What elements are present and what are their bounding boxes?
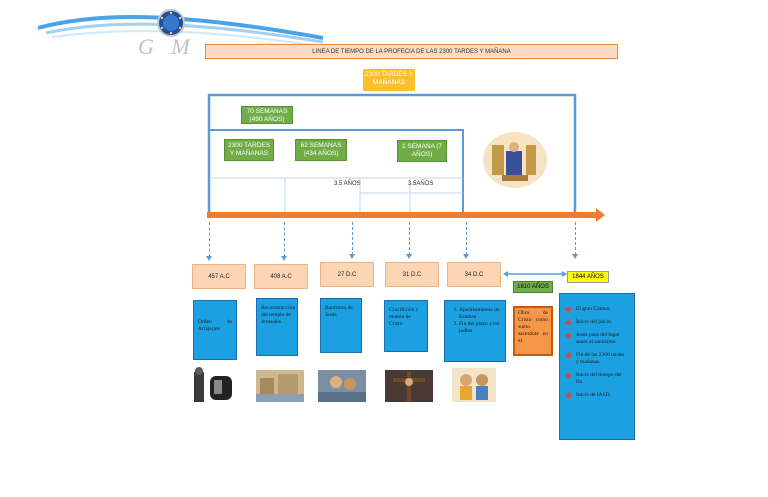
event-1844-item-4: Fin de las 2300 tardes y mañanas. [566, 352, 628, 366]
label-3-5-b: 3.5AÑOS [408, 181, 434, 187]
label-62-weeks: 62 SEMANAS (434 AÑOS) [295, 139, 347, 161]
event-34-item-2: Fin del plazo a los judíos [459, 321, 501, 335]
arrowhead-1844 [572, 254, 578, 259]
event-1844-list: El gran Clamor. Inicio del juicio. Jesús… [566, 306, 628, 399]
arrowhead-27 [349, 254, 355, 259]
dash-arrow-34 [466, 222, 467, 255]
artaxerxes-illustration [194, 367, 232, 402]
top-2300-text: 2300 TARDES Y MAÑANAS [364, 71, 414, 86]
double-arrow-right [562, 271, 567, 277]
label-1-week-text: 1 SEMANA (7 AÑOS) [401, 143, 443, 158]
event-1844-item-6: Inicio de IASD. [566, 392, 628, 399]
label-2300-evenings-text: 2300 TARDES Y MAÑANAS [227, 142, 271, 157]
event-1844-item-1: El gran Clamor. [566, 306, 628, 313]
stephen-illustration [452, 368, 496, 402]
event-34: Apedreamiento de Esteban Fin del plazo a… [444, 300, 506, 362]
event-31-text: Crucifixión y muerte de Cristo [389, 307, 419, 327]
jerusalem-illustration [256, 370, 304, 402]
label-3-5-a: 3.5 AÑOS [334, 181, 361, 187]
date-1810: 1810 AÑOS [513, 281, 553, 293]
label-2300-evenings: 2300 TARDES Y MAÑANAS [224, 139, 274, 161]
image-baptism [318, 370, 366, 402]
arrowhead-31 [406, 254, 412, 259]
event-408: Reconstrucción del templo de Jerusalén [256, 298, 298, 356]
dash-arrow-31 [409, 222, 410, 255]
date-34: 34 D.C [447, 262, 501, 287]
label-62-weeks-text: 62 SEMANAS (434 AÑOS) [300, 142, 342, 157]
event-34-list: Apedreamiento de Esteban Fin del plazo a… [449, 307, 501, 335]
date-408: 408 A.C [254, 264, 308, 289]
image-crucifixion [385, 370, 433, 402]
temple-image [482, 131, 548, 189]
label-70-weeks: 70 SEMANAS (490 AÑOS) [241, 106, 293, 124]
event-27: Bautismo de Jesús [320, 298, 362, 353]
crucifixion-illustration [385, 370, 433, 402]
dash-arrow-1844 [575, 222, 576, 255]
dash-arrow-27 [352, 222, 353, 255]
arrowhead-34 [463, 254, 469, 259]
event-orange-text: Obra de Cristo como sumo sacerdote en el [518, 310, 548, 344]
event-1844: El gran Clamor. Inicio del juicio. Jesús… [559, 293, 635, 440]
logo-swoosh [37, 9, 324, 47]
date-31: 31 D.C [385, 262, 439, 287]
arrowhead-408 [281, 256, 287, 261]
event-1844-item-5: Inicio del tiempo del fin. [566, 372, 628, 386]
date-1844: 1844 AÑOS [567, 271, 609, 283]
dash-arrow-408 [284, 222, 285, 257]
event-408-text: Reconstrucción del templo de Jerusalén [261, 305, 296, 325]
date-457: 457 A.C [192, 264, 246, 289]
event-1844-item-3: Jesús pasa del lugar santo al santísimo. [566, 332, 628, 346]
bracket-2300 [207, 93, 577, 213]
event-457: Orden de Artajerjes [193, 300, 237, 360]
event-1844-item-2: Inicio del juicio. [566, 319, 628, 326]
baptism-illustration [318, 370, 366, 402]
logo-letters: G M [138, 34, 196, 59]
event-34-item-1: Apedreamiento de Esteban [459, 307, 501, 321]
dash-arrow-457 [209, 222, 210, 257]
page-title: LINEA DE TIEMPO DE LA PROFECIA DE LAS 23… [205, 44, 618, 59]
page-title-text: LINEA DE TIEMPO DE LA PROFECIA DE LAS 23… [312, 48, 511, 55]
date-27: 27 D.C [320, 262, 374, 287]
logo: G M [37, 6, 328, 60]
label-70-weeks-text: 70 SEMANAS (490 AÑOS) [246, 108, 288, 123]
double-arrow-left [503, 271, 508, 277]
bracket-70-weeks [209, 129, 464, 213]
label-1-week: 1 SEMANA (7 AÑOS) [397, 140, 447, 162]
top-2300-label: 2300 TARDES Y MAÑANAS [363, 69, 415, 91]
event-31: Crucifixión y muerte de Cristo [384, 300, 428, 352]
temple-illustration [483, 132, 547, 188]
event-27-text: Bautismo de Jesús [325, 305, 353, 318]
image-jerusalem [256, 370, 304, 402]
event-457-text: Orden de Artajerjes [198, 319, 232, 332]
arrowhead-457 [206, 256, 212, 261]
image-artaxerxes [190, 366, 236, 404]
event-orange: Obra de Cristo como sumo sacerdote en el [513, 306, 553, 356]
image-stephen [452, 368, 496, 402]
timeline-arrowhead [596, 208, 605, 222]
